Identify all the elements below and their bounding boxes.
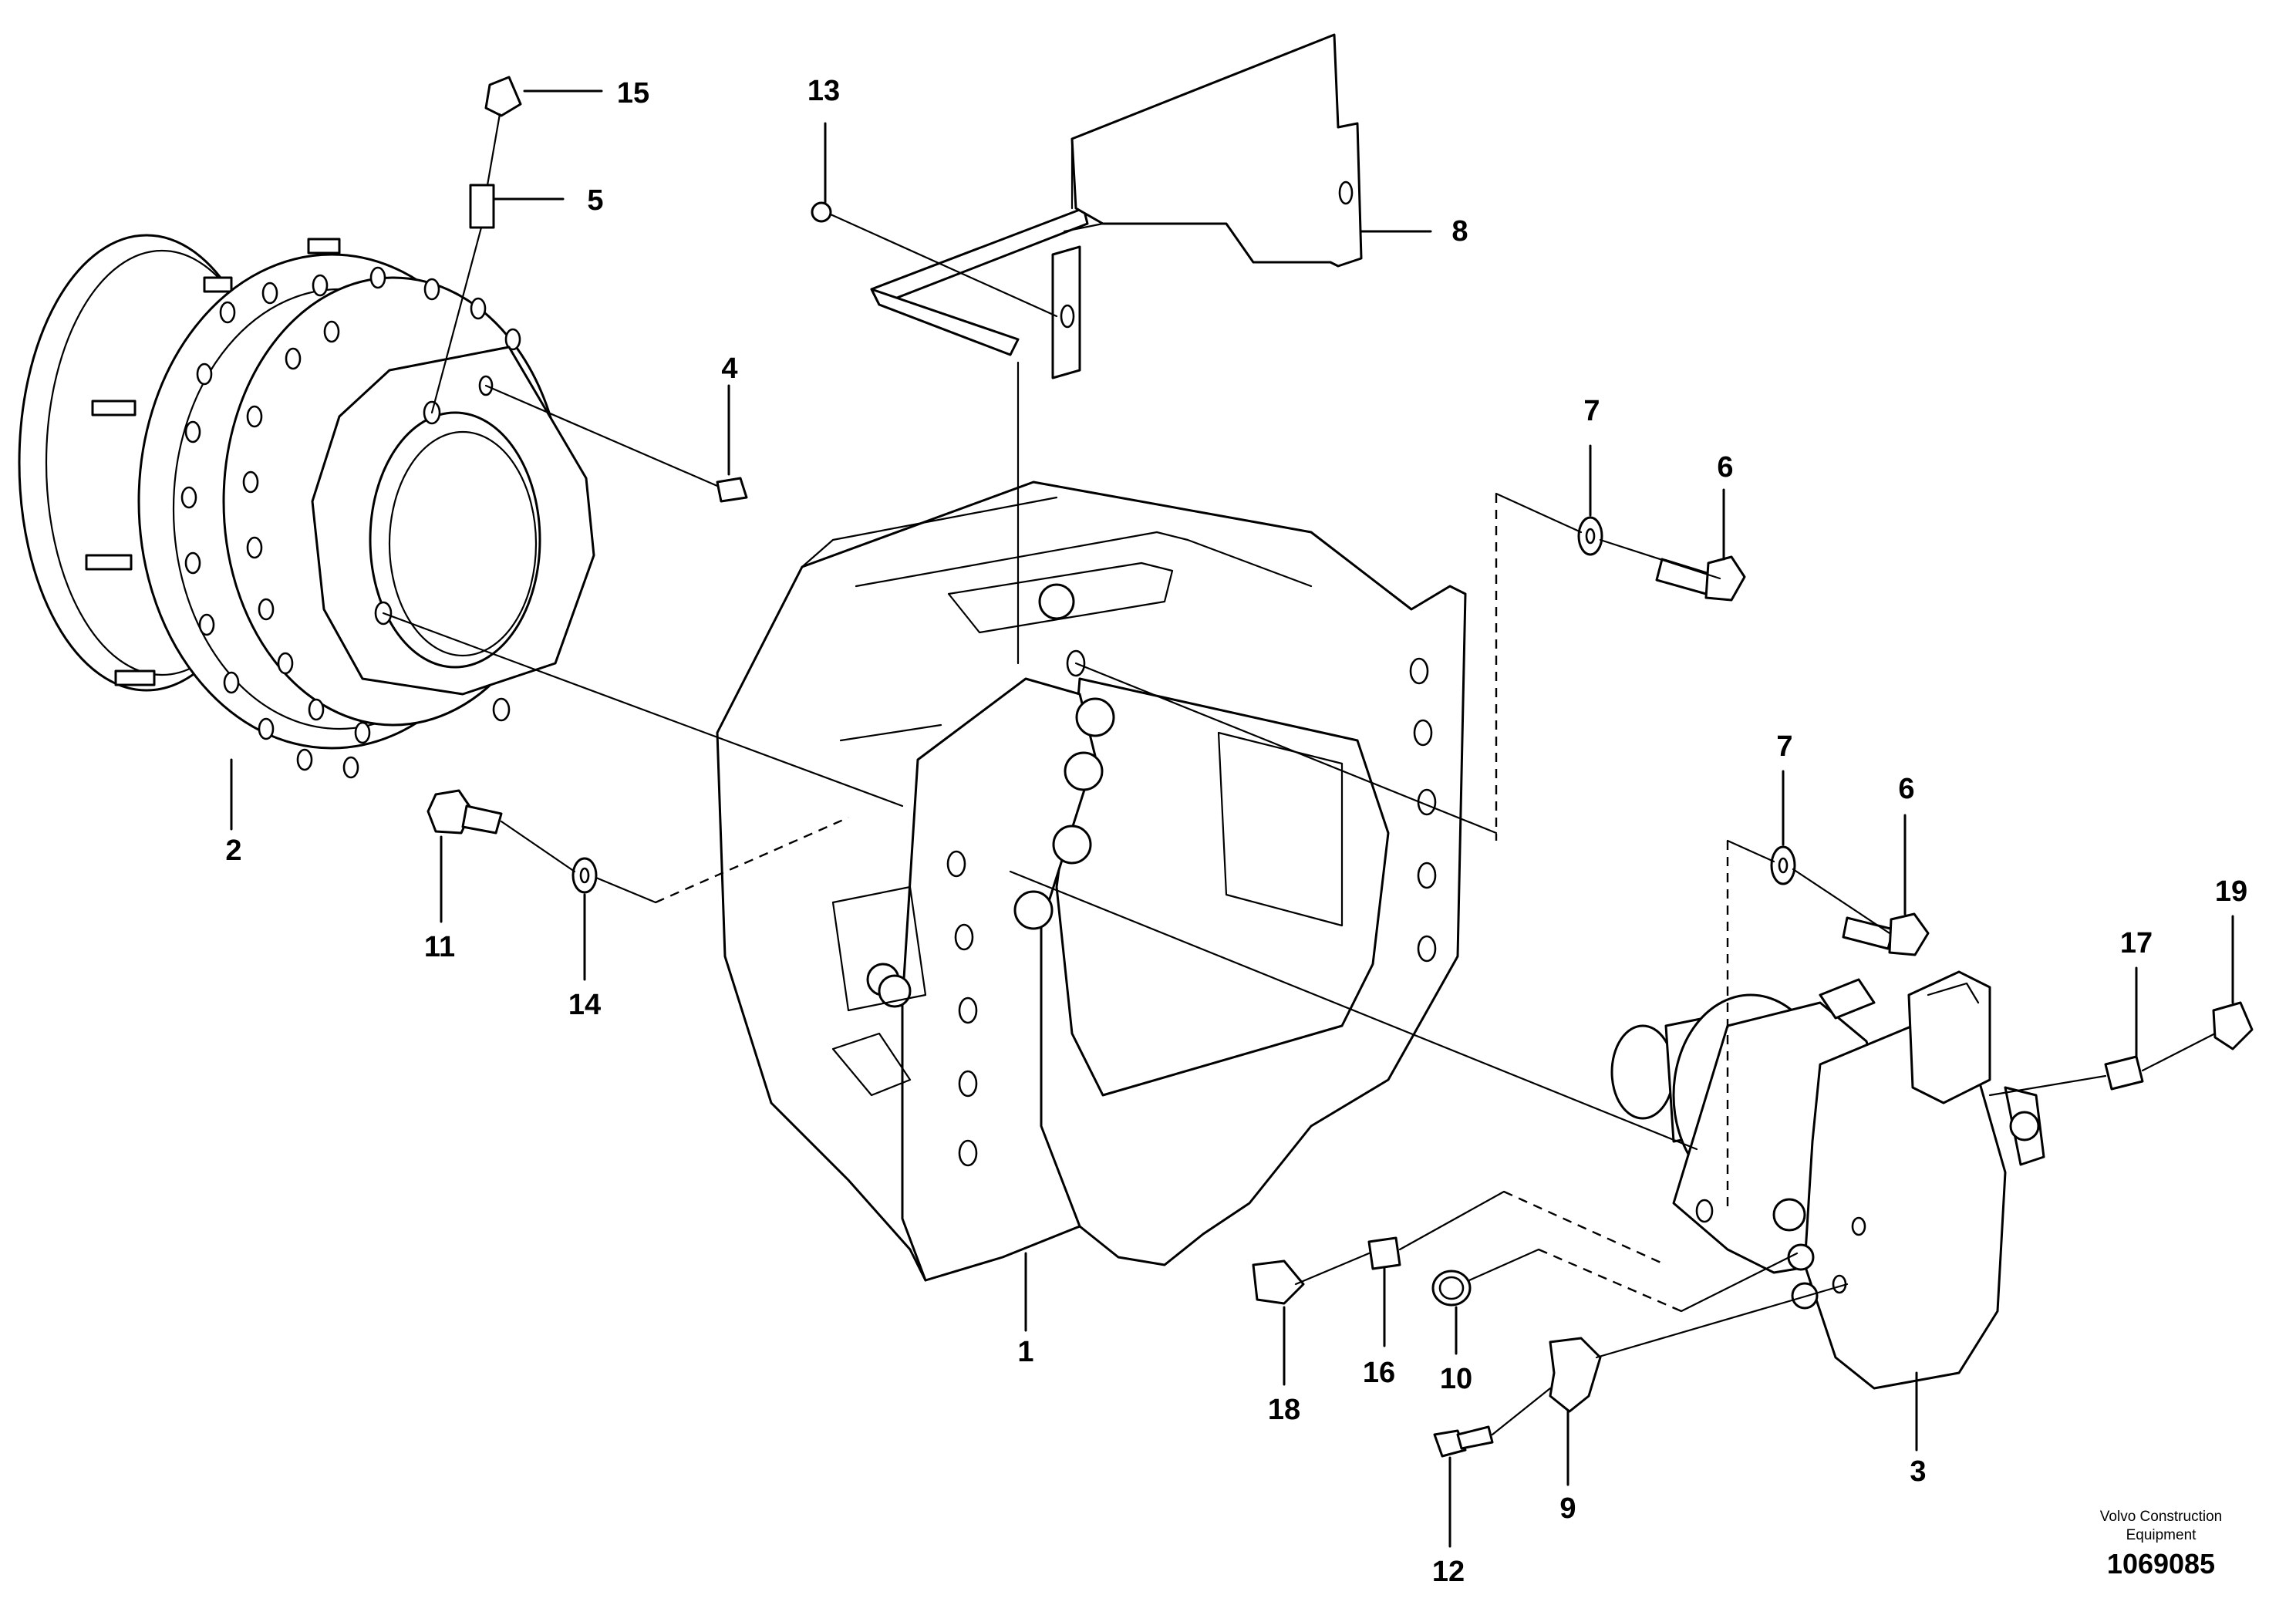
flange-bolt-holes xyxy=(180,266,521,779)
callout-6-upper: 6 xyxy=(1717,451,1733,484)
callout-9: 9 xyxy=(1559,1492,1576,1525)
callout-2: 2 xyxy=(225,835,241,867)
callout-17: 17 xyxy=(2120,927,2153,959)
brand-line-2: Equipment xyxy=(2126,1527,2197,1543)
callout-8: 8 xyxy=(1451,215,1468,248)
callout-1: 1 xyxy=(1017,1336,1033,1368)
frame-bracket-part-1 xyxy=(716,481,1467,1282)
brand-line-1: Volvo Construction xyxy=(2100,1509,2222,1525)
callout-labels: 1 2 3 4 5 6 6 7 7 8 9 10 11 12 13 14 15 … xyxy=(225,75,2247,1588)
wheel-hub-part-2 xyxy=(18,234,595,779)
callout-10: 10 xyxy=(1440,1363,1472,1395)
hydraulic-motor-part-3 xyxy=(1610,970,2045,1390)
callout-16: 16 xyxy=(1363,1357,1395,1389)
wheel-studs xyxy=(85,238,341,686)
callout-leaders xyxy=(230,89,2234,1548)
callout-7-upper: 7 xyxy=(1583,395,1600,427)
callout-15: 15 xyxy=(617,77,649,110)
callout-7-lower: 7 xyxy=(1776,730,1792,763)
fasteners xyxy=(426,76,2254,1458)
callout-4: 4 xyxy=(721,352,737,385)
callout-3: 3 xyxy=(1910,1455,1926,1488)
cover-plate-part-8 xyxy=(870,33,1363,379)
callout-12: 12 xyxy=(1432,1556,1465,1588)
bracket-bolt-holes xyxy=(946,649,1437,1167)
publisher-block: Volvo Construction Equipment 1069085 xyxy=(2100,1509,2222,1580)
callout-6-lower: 6 xyxy=(1898,773,1914,805)
callout-5: 5 xyxy=(587,184,603,217)
bracket-bolt-heads xyxy=(866,583,1115,1008)
document-number: 1069085 xyxy=(2107,1548,2215,1580)
callout-18: 18 xyxy=(1268,1394,1300,1426)
callout-14: 14 xyxy=(568,989,601,1021)
assembly-lines xyxy=(382,113,2217,1436)
callout-13: 13 xyxy=(807,75,840,107)
callout-19: 19 xyxy=(2215,875,2247,908)
callout-11: 11 xyxy=(424,931,455,963)
dashed-hidden-lines xyxy=(655,494,1729,1313)
